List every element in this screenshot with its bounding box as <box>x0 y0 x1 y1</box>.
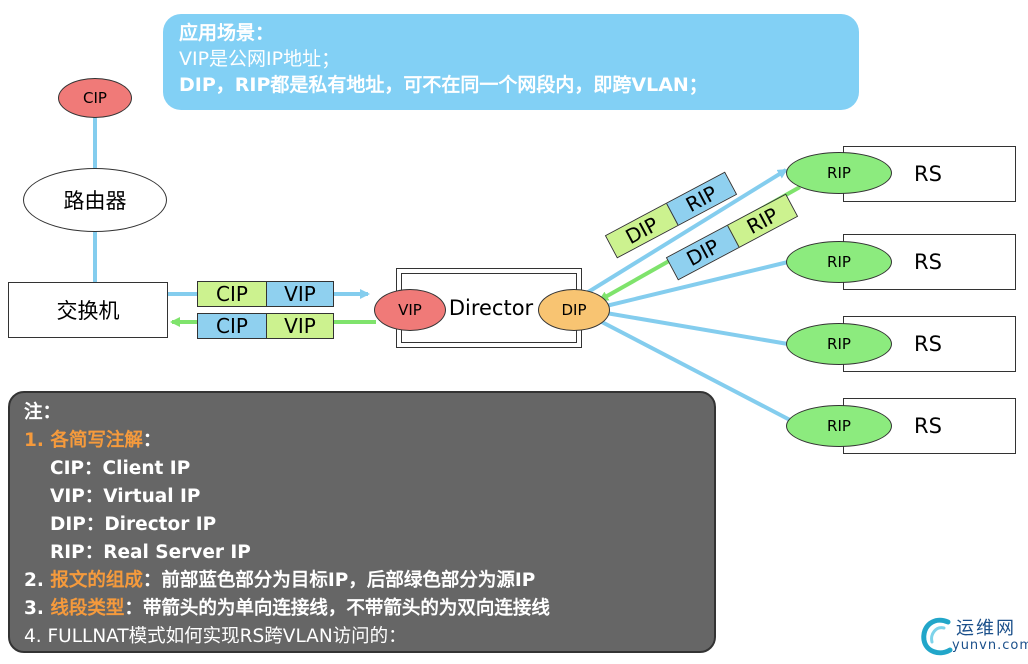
dip-node: DIP <box>538 289 610 331</box>
router-node: 路由器 <box>23 168 167 232</box>
notes-title: 注： <box>24 402 62 423</box>
scenario-line-1: VIP是公网IP地址； <box>179 48 341 70</box>
logo-cn: 运维网 <box>956 618 1016 639</box>
rip-node-4: RIP <box>786 405 892 447</box>
abbr-vip: VIP：Virtual IP <box>50 486 201 507</box>
link-dip-rs3 <box>605 311 789 346</box>
notes-box: 注： 1. 各简写注解： CIP：Client IP VIP：Virtual I… <box>8 391 716 653</box>
packet-dst-cip: CIP <box>198 314 266 338</box>
notes-section-4: 4. FULLNAT模式如何实现RS跨VLAN访问的： <box>24 626 407 647</box>
rip-node-1: RIP <box>786 152 892 194</box>
logo-swirl-icon <box>921 617 953 656</box>
scenario-title: 应用场景： <box>179 22 275 44</box>
abbr-cip: CIP：Client IP <box>50 458 191 479</box>
packet-dst-vip: VIP <box>266 282 333 306</box>
packet-request-client: CIP VIP <box>197 281 334 307</box>
logo-en: yunvn.com <box>952 638 1028 653</box>
abbr-dip: DIP：Director IP <box>50 514 217 535</box>
cip-node: CIP <box>58 78 132 118</box>
link-dip-rs1-request <box>583 168 788 296</box>
abbr-rip: RIP：Real Server IP <box>50 542 251 563</box>
rip-node-3: RIP <box>786 323 892 365</box>
vip-node: VIP <box>374 289 446 331</box>
packet-src-vip: VIP <box>266 314 333 338</box>
rip-node-2: RIP <box>786 241 892 283</box>
notes-section-3: 3. 线段类型：带箭头的为单向连接线，不带箭头的为双向连接线 <box>24 598 550 619</box>
scenario-box: 应用场景： VIP是公网IP地址； DIP，RIP都是私有地址，可不在同一个网段… <box>163 14 859 110</box>
link-dip-rs4 <box>597 318 791 422</box>
switch-node: 交换机 <box>8 282 168 338</box>
notes-section-2: 2. 报文的组成：前部蓝色部分为目标IP，后部绿色部分为源IP <box>24 570 536 591</box>
packet-reply-client: CIP VIP <box>197 313 334 339</box>
scenario-line-2: DIP，RIP都是私有地址，可不在同一个网段内，即跨VLAN； <box>179 74 708 96</box>
link-dip-rs2 <box>605 260 789 308</box>
notes-section-1: 1. 各简写注解： <box>24 430 162 451</box>
packet-src-cip: CIP <box>198 282 266 306</box>
director-label: Director <box>448 296 534 320</box>
site-logo: 运维网 yunvn.com <box>918 614 1028 658</box>
